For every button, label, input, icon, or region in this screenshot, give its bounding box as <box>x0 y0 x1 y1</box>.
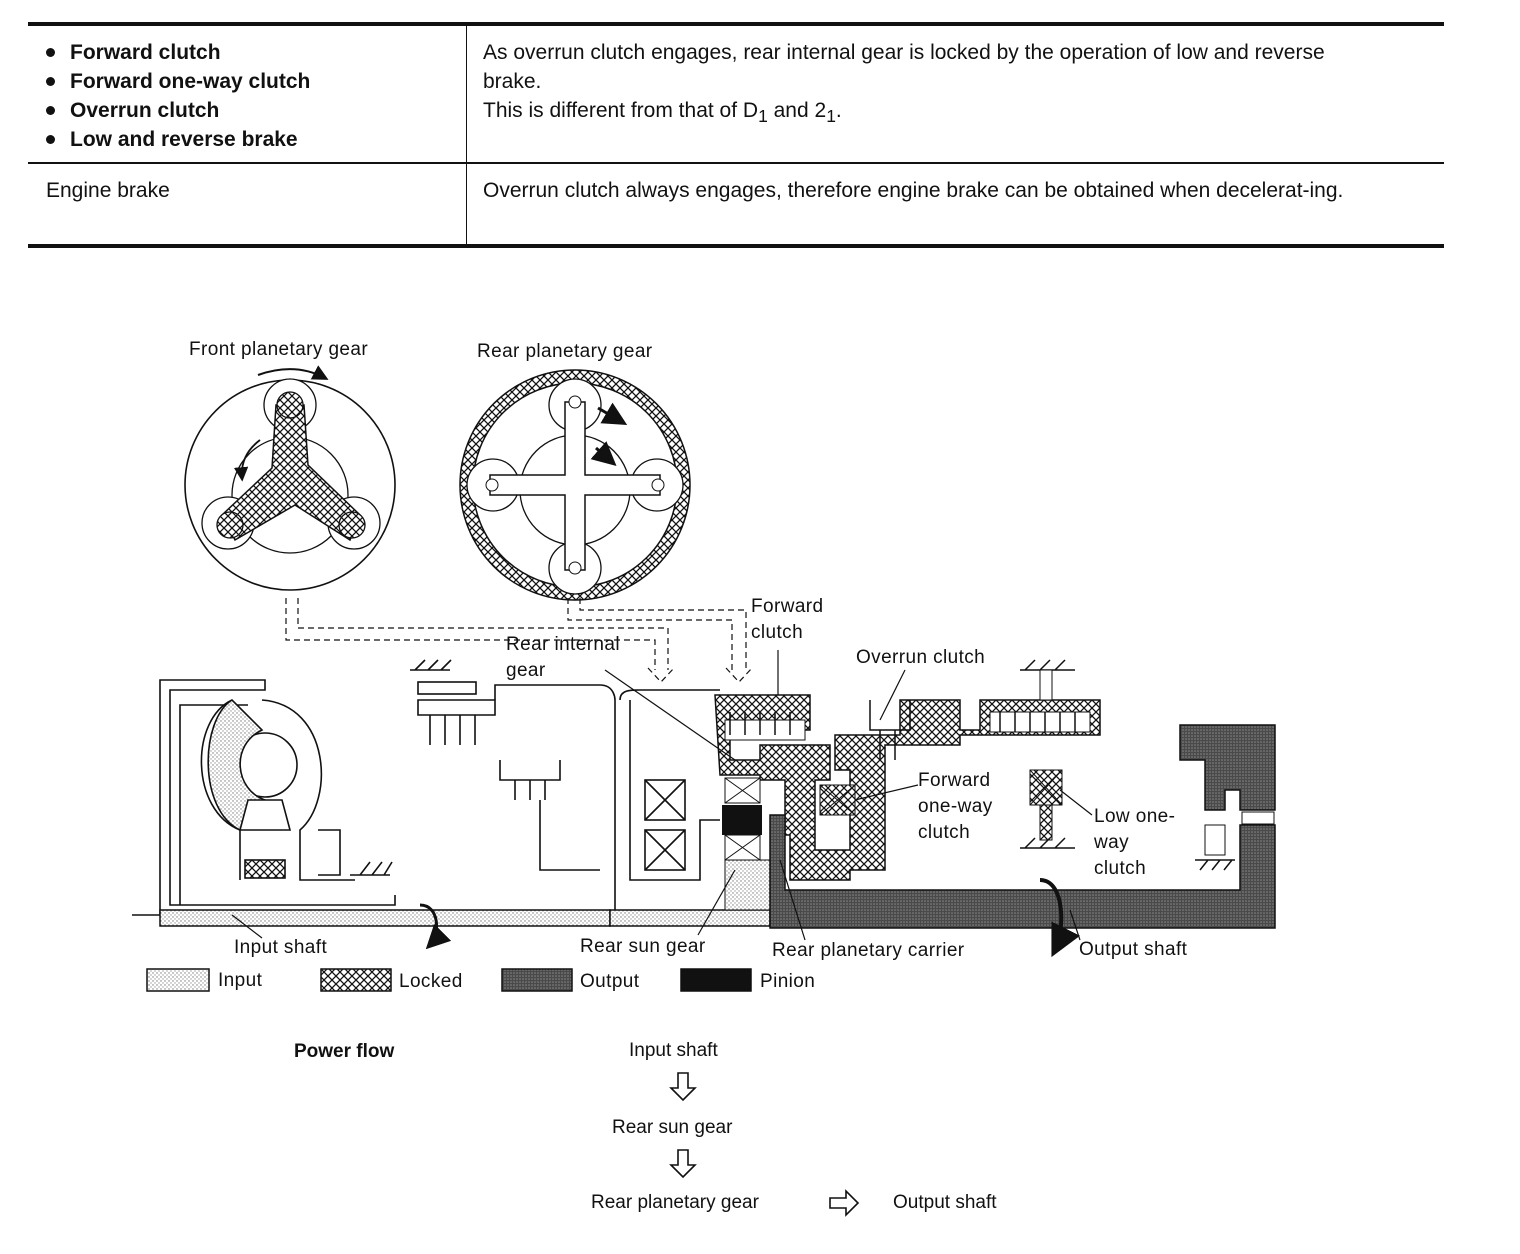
list-item: Forward one-way clutch <box>46 67 450 96</box>
spec-table: Forward clutch Forward one-way clutch Ov… <box>28 22 1444 248</box>
torque-converter <box>132 679 396 916</box>
power-flow-title: Power flow <box>294 1041 395 1062</box>
rear-sun-gear-label: Rear sun gear <box>580 936 706 957</box>
legend-output-label: Output <box>580 971 640 992</box>
legend-input-label: Input <box>218 970 263 991</box>
rear-planetary-gear-label: Rear planetary gear <box>477 341 653 362</box>
rear-planetary-carrier-label: Rear planetary carrier <box>772 940 965 961</box>
rear-internal-gear-label: Rear internal gear <box>506 634 620 681</box>
rear-planetary-gear <box>459 369 691 601</box>
front-planetary-gear-label: Front planetary gear <box>189 339 369 360</box>
bullet-icon <box>46 77 55 86</box>
bullet-icon <box>46 48 55 57</box>
front-planetary-gear <box>184 365 396 591</box>
down-arrow-icon <box>669 1149 697 1179</box>
legend-output-swatch <box>501 968 573 992</box>
power-flow-step: Rear sun gear <box>612 1117 733 1138</box>
forward-clutch-label: Forward clutch <box>751 596 824 643</box>
input-shaft <box>159 903 771 950</box>
legend-pinion-swatch <box>680 968 752 992</box>
power-flow-final: Output shaft <box>893 1192 997 1213</box>
low-one-way-clutch-label: Low one-way clutch <box>1094 806 1176 879</box>
bullet-icon <box>46 106 55 115</box>
bullet-icon <box>46 135 55 144</box>
list-item: Overrun clutch <box>46 96 450 125</box>
description-text: As overrun clutch engages, rear internal… <box>483 41 1325 93</box>
list-item: Low and reverse brake <box>46 125 450 154</box>
power-flow-arrows <box>669 1072 860 1217</box>
table-row: Engine brake Overrun clutch always engag… <box>28 163 1444 246</box>
rear-sun-gear <box>724 859 771 911</box>
power-flow-step: Rear planetary gear <box>591 1192 759 1213</box>
rear-internal-gear-assembly <box>714 659 1101 911</box>
output-shaft-assembly <box>769 724 1276 958</box>
power-flow-step: Input shaft <box>629 1040 718 1061</box>
pinion <box>722 805 762 835</box>
legend-locked-swatch <box>320 968 392 992</box>
engine-brake-label: Engine brake <box>28 163 467 246</box>
label-leaders <box>231 650 1093 941</box>
description-cell: As overrun clutch engages, rear internal… <box>466 24 1444 164</box>
dashed-leaders <box>285 598 753 683</box>
output-shaft-label: Output shaft <box>1079 939 1188 960</box>
description-text-2: This is different from that of D1 and 21… <box>483 99 842 127</box>
table-row: Forward clutch Forward one-way clutch Ov… <box>28 24 1444 164</box>
right-arrow-icon <box>829 1189 860 1217</box>
overrun-clutch-label: Overrun clutch <box>856 647 986 668</box>
legend-pinion-label: Pinion <box>760 971 816 992</box>
list-item: Forward clutch <box>46 38 450 67</box>
legend-input-swatch <box>146 968 210 992</box>
forward-one-way-clutch-label: Forward one-way clutch <box>918 770 993 843</box>
down-arrow-icon <box>669 1072 697 1102</box>
engaged-elements-cell: Forward clutch Forward one-way clutch Ov… <box>28 24 467 164</box>
front-clutch-assembly <box>410 659 720 910</box>
engine-brake-description: Overrun clutch always engages, therefore… <box>483 179 1344 202</box>
input-shaft-label: Input shaft <box>234 937 328 958</box>
legend-locked-label: Locked <box>399 971 463 992</box>
